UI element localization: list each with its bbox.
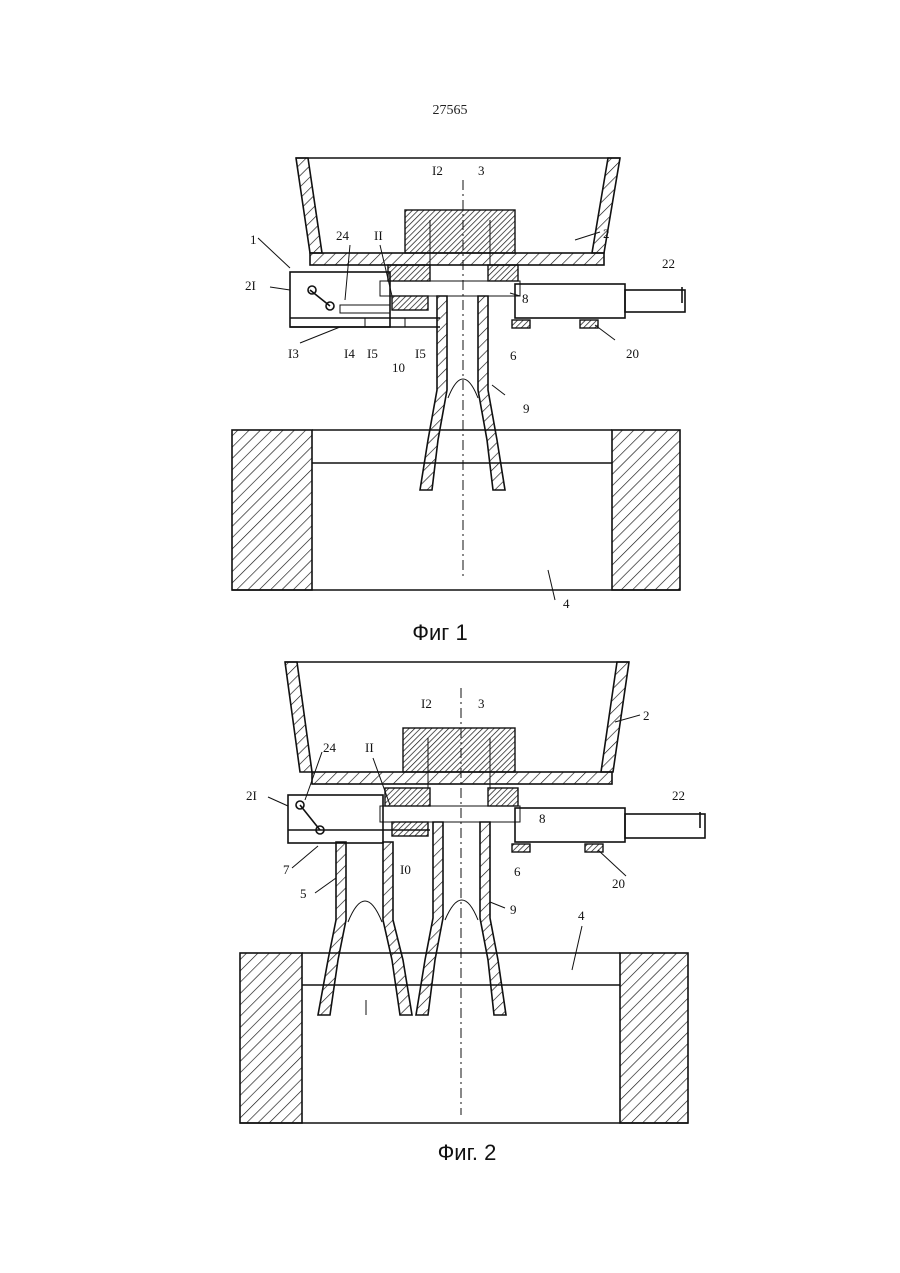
leader-line-4 [572, 926, 582, 970]
label-11: II [365, 740, 374, 755]
figure-2-caption: Фиг. 2 [17, 1140, 900, 1166]
label-10: I0 [400, 862, 411, 877]
label-24: 24 [323, 740, 337, 755]
label-20: 20 [612, 876, 625, 891]
label-5: 5 [300, 886, 307, 901]
label-12: I2 [421, 696, 432, 711]
label-6: 6 [514, 864, 521, 879]
label-7: 7 [283, 862, 290, 877]
label-3: 3 [478, 696, 485, 711]
label-2: 2 [643, 708, 650, 723]
gate-plates [380, 788, 520, 836]
label-8: 8 [539, 811, 546, 826]
label-21: 2I [246, 788, 257, 803]
label-9: 9 [510, 902, 517, 917]
mould [240, 953, 688, 1123]
ladle [285, 662, 629, 784]
replacement-nozzle [318, 842, 412, 1015]
label-22: 22 [672, 788, 685, 803]
label-4: 4 [578, 908, 585, 923]
